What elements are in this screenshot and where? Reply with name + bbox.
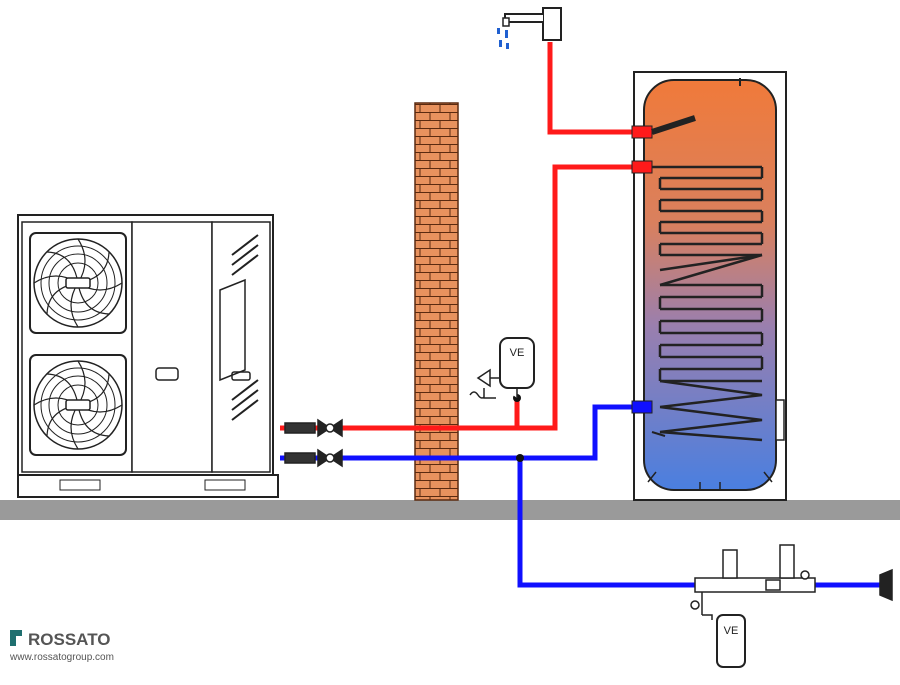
company-logo: ROSSATO www.rossatogroup.com	[9, 630, 114, 663]
floor	[0, 500, 900, 520]
expansion-vessel-label: VE	[724, 625, 739, 637]
logo-website: www.rossatogroup.com	[9, 652, 114, 663]
water-tap-icon	[502, 7, 562, 41]
cold-water-line	[280, 404, 880, 588]
expansion-vessel-label: VE	[510, 347, 525, 359]
logo-brand: ROSSATO	[28, 630, 111, 649]
rossato-logo-icon	[10, 630, 22, 646]
valve-icon	[284, 448, 343, 468]
expansion-vessel: VE	[499, 337, 535, 389]
hot-water-line	[280, 42, 640, 431]
fan-icon	[29, 354, 127, 456]
heat-pump-unit	[17, 214, 279, 498]
storage-tank	[631, 71, 787, 501]
valve-icon	[284, 418, 343, 438]
lower-coil	[658, 283, 764, 383]
valve-assembly	[690, 544, 893, 620]
expansion-vessel: VE	[716, 614, 746, 668]
fan-icon	[29, 232, 127, 334]
upper-coil	[652, 165, 764, 257]
water-drops-icon	[497, 28, 509, 49]
brick-wall	[414, 102, 459, 501]
